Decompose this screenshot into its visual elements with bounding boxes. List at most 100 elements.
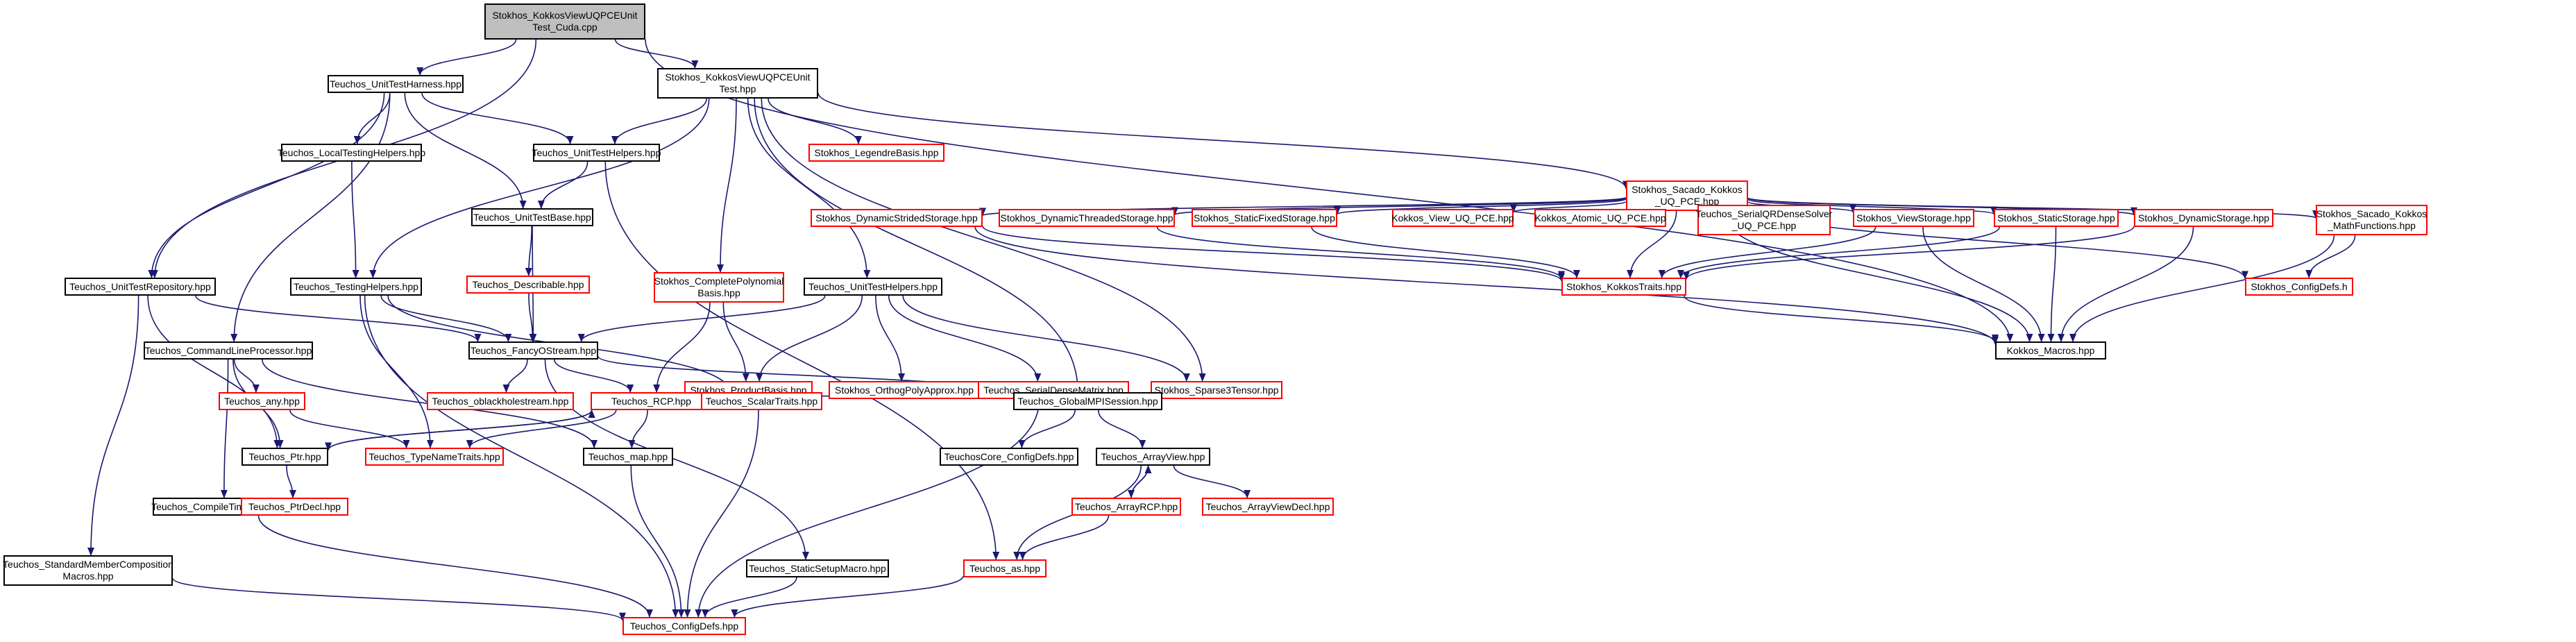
edge-rcp-to-map [628, 409, 648, 448]
edge-dynstrided-to-kokkosmacros [974, 226, 1999, 345]
edge-staticstorage-to-kokkosmacros [2047, 226, 2057, 342]
edge-mathfn-to-kokkosmacros [2069, 235, 2335, 342]
node-mathfn[interactable]: Stokhos_Sacado_Kokkos _MathFunctions.hpp [2316, 205, 2427, 235]
node-globalmpi[interactable]: Teuchos_GlobalMPISession.hpp [1013, 392, 1162, 410]
edge-completepoly-to-rcp [653, 302, 711, 393]
edge-describable-to-fancyo [528, 293, 536, 342]
node-orthog[interactable]: Stokhos_OrthogPolyApprox.hpp [829, 381, 980, 399]
node-viewstorage[interactable]: Stokhos_ViewStorage.hpp [1853, 209, 1974, 227]
node-viewuq[interactable]: Kokkos_View_UQ_PCE.hpp [1391, 209, 1514, 227]
node-ptrdecl[interactable]: Teuchos_PtrDecl.hpp [241, 498, 348, 516]
edge-uthelpers2-to-serialdense [888, 295, 1042, 382]
node-atomic[interactable]: Kokkos_Atomic_UQ_PCE.hpp [1534, 209, 1666, 227]
edge-map-to-configdefshpp [630, 465, 685, 618]
node-map[interactable]: Teuchos_map.hpp [583, 448, 673, 466]
edge-kvtest-to-globalmpi [754, 98, 1082, 393]
edge-root-to-harness [416, 39, 517, 76]
node-cmdline[interactable]: Teuchos_CommandLineProcessor.hpp [144, 341, 313, 360]
node-dynstorage[interactable]: Stokhos_DynamicStorage.hpp [2134, 209, 2273, 227]
edge-uthelpers1-to-utbase [537, 161, 588, 209]
node-configdefsh[interactable]: Stokhos_ConfigDefs.h [2245, 278, 2353, 296]
node-kokkosmacros[interactable]: Kokkos_Macros.hpp [1995, 341, 2106, 360]
node-configdefshpp[interactable]: Teuchos_ConfigDefs.hpp [622, 617, 746, 635]
edge-utbase-to-describable [525, 226, 532, 276]
node-arrayrcp[interactable]: Teuchos_ArrayRCP.hpp [1071, 498, 1181, 516]
edge-harness-to-utbase [404, 92, 527, 209]
node-dynstrided[interactable]: Stokhos_DynamicStridedStorage.hpp [811, 209, 983, 227]
edge-uthelpers1-to-as [604, 161, 1000, 560]
edge-kvtest-to-sacadouq [817, 92, 1629, 189]
edge-dynstorage-to-kokkostraits [1683, 226, 2135, 280]
edge-utrepo-to-standardmember [87, 295, 139, 556]
node-testhelpers[interactable]: Teuchos_TestingHelpers.hpp [290, 278, 422, 296]
edge-arrayrcp-to-arrayview [1130, 465, 1152, 498]
edge-sacadouq-to-staticfixed [1334, 198, 1627, 215]
node-ptr[interactable]: Teuchos_Ptr.hpp [242, 448, 328, 466]
node-uthelpers1[interactable]: Teuchos_UnitTestHelpers.hpp [532, 144, 661, 162]
edge-harness-to-localtest [353, 92, 391, 144]
edge-root-to-kvtest [614, 39, 699, 69]
edge-any-to-typename [289, 409, 410, 448]
edge-viewstorage-to-kokkosmacros [1922, 226, 2045, 342]
node-fancyo[interactable]: Teuchos_FancyOStream.hpp [468, 341, 598, 360]
node-completepoly[interactable]: Stokhos_CompletePolynomial Basis.hpp [654, 272, 784, 303]
node-typename[interactable]: Teuchos_TypeNameTraits.hpp [365, 448, 504, 466]
edge-utrepo-to-ptr [147, 295, 281, 448]
node-uthelpers2[interactable]: Teuchos_UnitTestHelpers.hpp [804, 278, 942, 296]
node-any[interactable]: Teuchos_any.hpp [219, 392, 305, 410]
node-root[interactable]: Stokhos_KokkosViewUQPCEUnit Test_Cuda.cp… [484, 3, 645, 40]
edge-harness-to-cmdline [230, 92, 391, 342]
edge-cmdline-to-any [233, 359, 260, 393]
edge-harness-to-uthelpers1 [421, 92, 574, 144]
node-as[interactable]: Teuchos_as.hpp [963, 559, 1046, 577]
node-utrepo[interactable]: Teuchos_UnitTestRepository.hpp [65, 278, 216, 296]
node-kokkostraits[interactable]: Stokhos_KokkosTraits.hpp [1561, 278, 1686, 296]
edge-globalmpi-to-coreconfig [1018, 409, 1076, 448]
edge-sacadouq-to-mathfn [1747, 197, 2319, 219]
node-arrayviewdecl[interactable]: Teuchos_ArrayViewDecl.hpp [1202, 498, 1334, 516]
node-serialqr[interactable]: Teuchos_SerialQRDenseSolver _UQ_PCE.hpp [1696, 205, 1832, 235]
edge-staticfixed-to-kokkostraits [1311, 226, 1580, 278]
node-harness[interactable]: Teuchos_UnitTestHarness.hpp [328, 75, 464, 93]
edge-harness-to-utrepo [148, 92, 385, 278]
node-standardmember[interactable]: Teuchos_StandardMemberComposition Macros… [3, 555, 173, 586]
node-kvtest[interactable]: Stokhos_KokkosViewUQPCEUnit Test.hpp [657, 68, 818, 99]
edge-mathfn-to-configdefsh [2305, 235, 2356, 278]
node-rcp[interactable]: Teuchos_RCP.hpp [591, 392, 712, 410]
node-scalartraits[interactable]: Teuchos_ScalarTraits.hpp [701, 392, 822, 410]
edge-uthelpers2-to-productbasis [756, 295, 863, 382]
edge-staticsetup-to-configdefshpp [702, 577, 797, 618]
edge-kvtest-to-completepoly [717, 98, 737, 273]
edge-root-to-kokkosmacros [645, 39, 2014, 342]
edge-kvtest-to-testhelpers [369, 98, 710, 278]
node-localtest[interactable]: Teuchos_LocalTestingHelpers.hpp [278, 144, 425, 162]
node-arrayview[interactable]: Teuchos_ArrayView.hpp [1096, 448, 1210, 466]
edge-scalartraits-to-configdefshpp [684, 409, 759, 618]
node-sparse3[interactable]: Stokhos_Sparse3Tensor.hpp [1151, 381, 1282, 399]
edge-uthelpers2-to-orthog [875, 295, 906, 382]
node-describable[interactable]: Teuchos_Describable.hpp [466, 276, 590, 294]
node-staticstorage[interactable]: Stokhos_StaticStorage.hpp [1994, 209, 2119, 227]
edge-dynthreaded-to-kokkostraits [1156, 226, 1565, 280]
node-oblackhole[interactable]: Teuchos_oblackholestream.hpp [427, 392, 574, 410]
edge-ptr-to-rcp [328, 409, 595, 450]
node-coreconfig[interactable]: TeuchosCore_ConfigDefs.hpp [940, 448, 1078, 466]
node-utbase[interactable]: Teuchos_UnitTestBase.hpp [471, 208, 593, 226]
edge-as-to-configdefshpp [731, 575, 964, 618]
edge-globalmpi-to-arrayview [1098, 409, 1146, 448]
edge-sacadouq-to-viewuq [1510, 201, 1627, 213]
edge-rcp-to-typename [466, 409, 617, 448]
edge-standardmember-to-configdefshpp [172, 577, 626, 621]
edge-kokkostraits-to-kokkosmacros [1684, 295, 1999, 343]
node-sacadouq[interactable]: Stokhos_Sacado_Kokkos _UQ_PCE.hpp [1626, 180, 1748, 211]
edge-fancyo-to-oblackhole [502, 359, 528, 393]
node-staticsetup[interactable]: Teuchos_StaticSetupMacro.hpp [746, 559, 889, 577]
edge-fancyo-to-rcp [554, 359, 634, 393]
edge-uthelpers2-to-fancyo [577, 295, 826, 342]
node-staticfixed[interactable]: Stokhos_StaticFixedStorage.hpp [1192, 209, 1337, 227]
edge-staticstorage-to-kokkostraits [1677, 226, 2000, 278]
node-legendre[interactable]: Stokhos_LegendreBasis.hpp [808, 144, 944, 162]
node-dynthreaded[interactable]: Stokhos_DynamicThreadedStorage.hpp [999, 209, 1175, 227]
edge-kvtest-to-uthelpers1 [611, 98, 707, 144]
